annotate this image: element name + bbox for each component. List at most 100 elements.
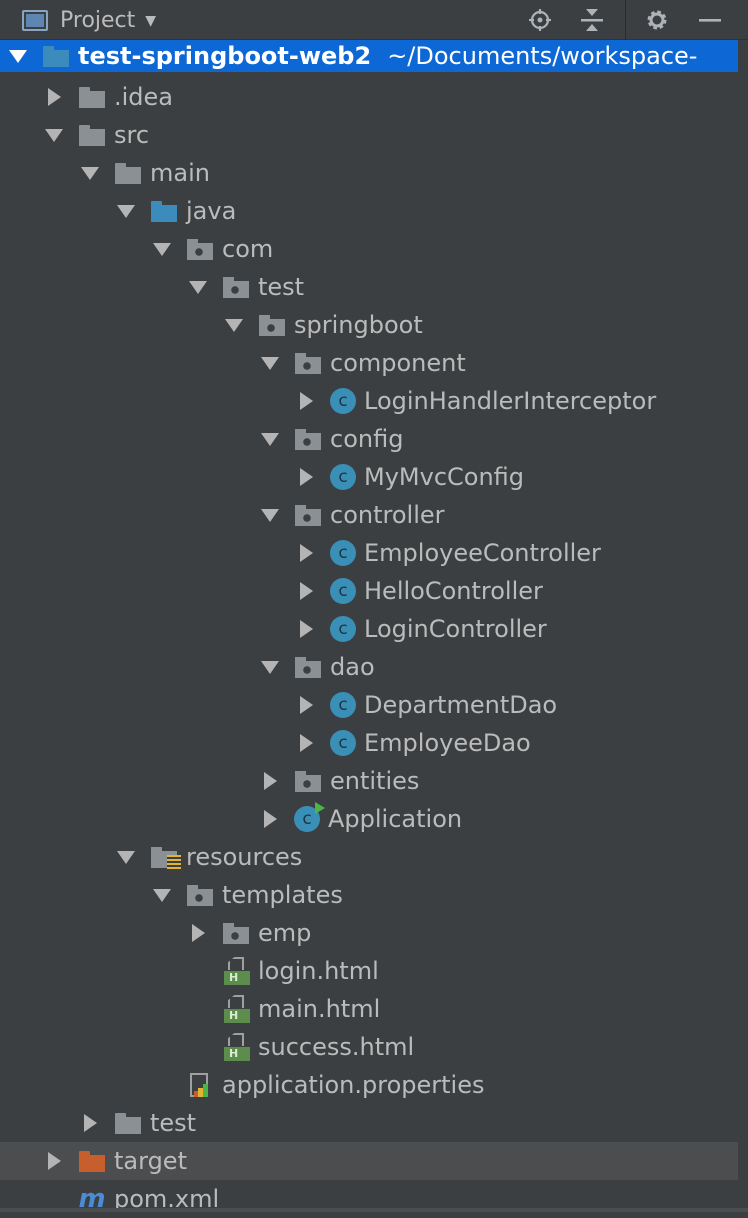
expand-open-icon[interactable] (116, 201, 136, 221)
tree-node[interactable]: java (0, 192, 748, 230)
expand-closed-icon[interactable] (296, 695, 316, 715)
tree-node[interactable]: target (0, 1142, 748, 1180)
gear-icon[interactable] (641, 4, 673, 36)
tree-node[interactable]: test (0, 268, 748, 306)
tree-node-label: resources (186, 843, 302, 871)
node-name: target (114, 1147, 187, 1175)
tree-node-label: component (330, 349, 466, 377)
expand-open-icon[interactable] (8, 46, 28, 66)
expand-closed-icon[interactable] (188, 923, 208, 943)
tree-node[interactable]: application.properties (0, 1066, 748, 1104)
source-folder-icon (150, 199, 178, 223)
expand-closed-icon[interactable] (296, 391, 316, 411)
node-name: resources (186, 843, 303, 871)
resources-badge (167, 855, 181, 869)
tree-node[interactable]: templates (0, 876, 748, 914)
tree-node[interactable]: controller (0, 496, 748, 534)
tree-node[interactable]: component (0, 344, 748, 382)
expand-closed-icon[interactable] (296, 581, 316, 601)
expand-closed-icon[interactable] (296, 619, 316, 639)
node-name: com (222, 235, 274, 263)
folder-icon (78, 123, 106, 147)
expand-open-icon[interactable] (80, 163, 100, 183)
tree-node[interactable]: config (0, 420, 748, 458)
minimize-icon[interactable] (694, 4, 726, 36)
package-icon (222, 275, 250, 299)
expand-open-icon[interactable] (260, 657, 280, 677)
scrollbar-gutter[interactable] (738, 40, 748, 1212)
tree-node[interactable]: src (0, 116, 748, 154)
expand-open-icon[interactable] (260, 429, 280, 449)
expand-open-icon[interactable] (260, 505, 280, 525)
expand-open-icon[interactable] (44, 125, 64, 145)
excluded-folder-icon (78, 1149, 106, 1173)
expand-open-icon[interactable] (116, 847, 136, 867)
expand-open-icon[interactable] (224, 315, 244, 335)
expand-closed-icon[interactable] (296, 733, 316, 753)
expand-closed-icon[interactable] (296, 543, 316, 563)
tree-node[interactable]: main (0, 154, 748, 192)
node-name: config (330, 425, 404, 453)
html-file-icon: H (222, 1033, 250, 1061)
properties-bar (194, 1091, 199, 1097)
caret-down-icon[interactable]: ▼ (145, 13, 157, 29)
tree-node-label: login.html (258, 957, 379, 985)
tree-node[interactable]: .idea (0, 78, 748, 116)
resources-folder-icon (150, 845, 181, 869)
node-name: src (114, 121, 150, 149)
tool-window-title: Project (60, 7, 136, 33)
tree-node[interactable]: emp (0, 914, 748, 952)
node-name: test (258, 273, 305, 301)
tree-node[interactable]: test (0, 1104, 748, 1142)
node-name: EmployeeDao (364, 729, 531, 757)
node-name: application.properties (222, 1071, 485, 1099)
node-name: dao (330, 653, 375, 681)
tree-node[interactable]: com (0, 230, 748, 268)
properties-bar (203, 1084, 208, 1097)
folder-icon (114, 1111, 142, 1135)
project-view-selector[interactable]: Project ▼ (22, 6, 156, 34)
expand-open-icon[interactable] (188, 277, 208, 297)
tree-node-label: springboot (294, 311, 423, 339)
expand-open-icon[interactable] (152, 885, 172, 905)
tree-node-label: controller (330, 501, 445, 529)
expand-closed-icon[interactable] (260, 771, 280, 791)
node-name: controller (330, 501, 445, 529)
html-badge: H (224, 1009, 250, 1023)
tree-root-module[interactable]: test-springboot-web2~/Documents/workspac… (0, 40, 746, 72)
tree-node-label: EmployeeDao (364, 729, 531, 757)
expand-open-icon[interactable] (260, 353, 280, 373)
horizontal-scrollbar[interactable] (0, 1208, 748, 1212)
expand-closed-icon[interactable] (260, 809, 280, 829)
tree-node-label: target (114, 1147, 187, 1175)
expand-closed-icon[interactable] (44, 87, 64, 107)
tree-node-label: com (222, 235, 273, 263)
expand-closed-icon[interactable] (44, 1151, 64, 1171)
expand-open-icon[interactable] (152, 239, 172, 259)
node-name: springboot (294, 311, 423, 339)
tree-node-label: test (258, 273, 304, 301)
package-icon (294, 655, 322, 679)
tree-node[interactable]: dao (0, 648, 748, 686)
tree-node[interactable]: resources (0, 838, 748, 876)
expand-closed-icon[interactable] (296, 467, 316, 487)
package-icon (222, 921, 250, 945)
tree-node[interactable]: springboot (0, 306, 748, 344)
collapse-all-icon[interactable] (576, 4, 608, 36)
locate-target-icon[interactable] (524, 4, 556, 36)
tree-node[interactable]: entities (0, 762, 748, 800)
expand-closed-icon[interactable] (80, 1113, 100, 1133)
maven-icon: m (78, 1184, 106, 1214)
